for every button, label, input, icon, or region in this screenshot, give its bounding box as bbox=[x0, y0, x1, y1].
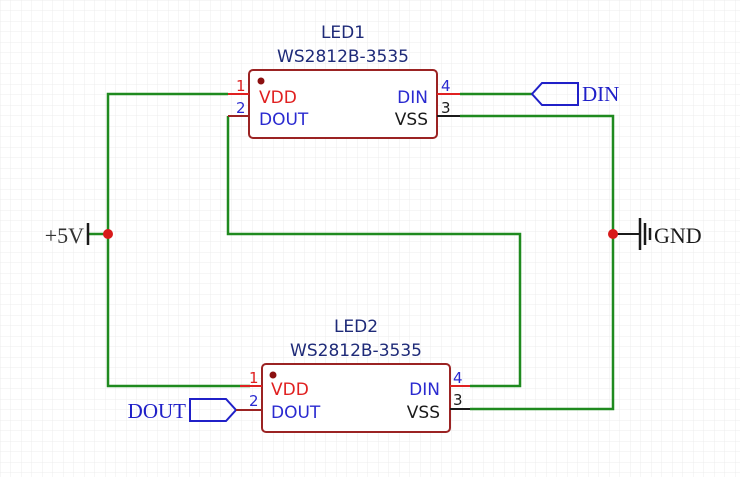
led2-pin1-num: 1 bbox=[249, 369, 259, 387]
led1-pin2-name: DOUT bbox=[259, 110, 309, 130]
led2-pin2-name: DOUT bbox=[271, 403, 321, 423]
led1-value: WS2812B-3535 bbox=[277, 47, 409, 67]
port-din[interactable]: DIN bbox=[530, 82, 619, 106]
ground-symbol[interactable]: GND bbox=[638, 218, 702, 250]
port-dout-label: DOUT bbox=[128, 399, 186, 423]
ground-label: GND bbox=[654, 223, 702, 248]
led2-value: WS2812B-3535 bbox=[290, 341, 422, 361]
component-led1[interactable]: LED1 WS2812B-3535 1 2 4 3 VDD DOUT DIN V… bbox=[228, 23, 460, 139]
led1-pin1-name: VDD bbox=[259, 88, 297, 108]
led2-designator: LED2 bbox=[334, 317, 378, 337]
led1-pin2-num: 2 bbox=[236, 99, 246, 117]
wire-5v-led1-vdd[interactable] bbox=[106, 92, 250, 388]
led2-pin3-num: 3 bbox=[453, 391, 463, 409]
led1-pin3-num: 3 bbox=[441, 99, 451, 117]
led2-pin2-num: 2 bbox=[249, 392, 259, 410]
junction-5v bbox=[103, 229, 113, 239]
led1-designator: LED1 bbox=[321, 23, 365, 43]
led2-body bbox=[261, 363, 451, 433]
led2-pin3-name: VSS bbox=[407, 403, 440, 423]
ground-icon bbox=[638, 218, 652, 250]
port-din-label: DIN bbox=[582, 82, 619, 106]
junction-gnd bbox=[608, 229, 618, 239]
input-port-icon bbox=[530, 82, 579, 106]
power-5v-symbol[interactable]: +5V bbox=[45, 223, 90, 248]
output-port-icon bbox=[189, 398, 238, 422]
led1-body bbox=[248, 69, 438, 139]
wires bbox=[88, 92, 615, 411]
led2-pin4-name: DIN bbox=[409, 380, 440, 400]
led2-pin1-name: VDD bbox=[271, 380, 309, 400]
led1-pin1-num: 1 bbox=[236, 77, 246, 95]
wire-led1-dout-led2-din[interactable] bbox=[226, 116, 522, 388]
led1-pin4-num: 4 bbox=[441, 77, 451, 95]
component-led2[interactable]: LED2 WS2812B-3535 1 2 4 3 VDD DOUT DIN V… bbox=[240, 317, 470, 433]
led1-pin3-name: VSS bbox=[395, 110, 428, 130]
wire-gnd[interactable] bbox=[460, 114, 615, 411]
led2-pin1-marker-icon bbox=[269, 371, 277, 379]
power-5v-label: +5V bbox=[45, 223, 84, 248]
led1-pin1-marker-icon bbox=[257, 77, 265, 85]
led2-pin4-num: 4 bbox=[453, 369, 463, 387]
led1-pin4-name: DIN bbox=[397, 88, 428, 108]
